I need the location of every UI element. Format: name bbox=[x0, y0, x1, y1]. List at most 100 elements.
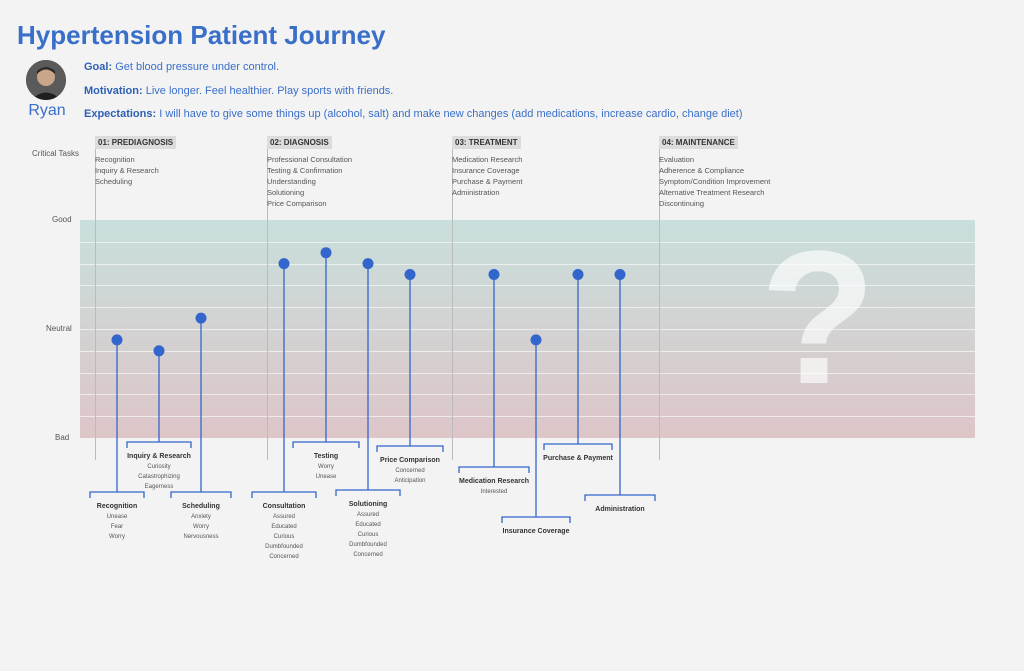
touchpoint-bracket bbox=[543, 443, 613, 450]
person-icon bbox=[26, 60, 66, 100]
touchpoint-name: Purchase & Payment bbox=[543, 455, 613, 462]
touchpoint-label: Purchase & Payment bbox=[543, 454, 613, 464]
phase-divider bbox=[452, 143, 453, 460]
touchpoint-emotion: Worry bbox=[318, 464, 334, 470]
touchpoint-point bbox=[278, 258, 290, 270]
critical-task: Testing & Confirmation bbox=[267, 166, 343, 175]
critical-task: Solutioning bbox=[267, 188, 305, 197]
touchpoint-point bbox=[362, 258, 374, 270]
persona-name: Ryan bbox=[28, 102, 66, 119]
touchpoint-point bbox=[111, 334, 123, 346]
touchpoint-name: Insurance Coverage bbox=[502, 528, 570, 535]
critical-task: Evaluation bbox=[659, 155, 695, 164]
phase-prediagnosis: 01: PREDIAGNOSIS Recognition Inquiry & R… bbox=[95, 132, 177, 187]
unknown-question-mark: ? bbox=[759, 212, 877, 424]
touchpoint-emotion: Catastrophizing bbox=[138, 474, 180, 480]
scale-bad: Bad bbox=[55, 433, 70, 442]
persona-expectations: Expectations: I will have to give some t… bbox=[84, 108, 743, 120]
phase-divider bbox=[95, 143, 96, 460]
phase-label: 02: DIAGNOSIS bbox=[267, 136, 332, 149]
touchpoint-name: Consultation bbox=[262, 503, 306, 510]
scale-neutral: Neutral bbox=[46, 324, 72, 333]
persona-goal: Goal: Get blood pressure under control. bbox=[84, 61, 280, 73]
touchpoint-bracket bbox=[335, 489, 401, 496]
critical-task: Administration bbox=[452, 188, 500, 197]
touchpoint-emotion: Dumbfounded bbox=[349, 542, 387, 548]
touchpoint-emotion: Curiosity bbox=[147, 464, 171, 470]
emotion-band bbox=[80, 220, 975, 438]
touchpoint-emotion: Concerned bbox=[353, 552, 383, 558]
critical-task: Adherence & Compliance bbox=[659, 166, 745, 175]
touchpoint-point bbox=[530, 334, 542, 346]
touchpoint-point bbox=[320, 247, 332, 259]
touchpoint-name: Recognition bbox=[96, 503, 138, 510]
touchpoint-emotion: Worry bbox=[109, 534, 125, 540]
phase-divider bbox=[267, 143, 268, 460]
touchpoint-bracket bbox=[292, 441, 360, 448]
critical-task: Understanding bbox=[267, 177, 316, 186]
phase-label: 01: PREDIAGNOSIS bbox=[95, 136, 177, 149]
touchpoint-bracket bbox=[376, 445, 444, 452]
critical-task: Professional Consultation bbox=[267, 155, 353, 164]
page-title: Hypertension Patient Journey bbox=[17, 20, 386, 50]
touchpoint-emotion: Unease bbox=[106, 514, 128, 520]
touchpoint-emotion: Worry bbox=[193, 524, 209, 530]
touchpoint-emotion: Dumbfounded bbox=[265, 544, 303, 550]
touchpoint-bracket bbox=[251, 491, 317, 498]
phase-maintenance: 04: MAINTENANCE Evaluation Adherence & C… bbox=[659, 132, 770, 209]
touchpoint-bracket bbox=[501, 516, 571, 523]
critical-task: Inquiry & Research bbox=[95, 166, 159, 175]
phase-label: 03: TREATMENT bbox=[452, 136, 521, 149]
touchpoint-name: Inquiry & Research bbox=[127, 453, 191, 460]
touchpoint-bracket bbox=[584, 494, 656, 501]
touchpoint-label: Insurance Coverage bbox=[503, 527, 570, 537]
touchpoint-emotion: Anticipation bbox=[394, 478, 426, 484]
touchpoint-emotion: Concerned bbox=[269, 554, 299, 560]
touchpoint-emotion: Eagerness bbox=[144, 484, 174, 490]
touchpoint-emotion: Assured bbox=[356, 512, 379, 518]
touchpoint-bracket bbox=[170, 491, 232, 498]
touchpoint-emotion: Interested bbox=[480, 489, 508, 495]
critical-task: Recognition bbox=[95, 155, 135, 164]
touchpoint-name: Solutioning bbox=[348, 501, 388, 508]
avatar bbox=[26, 60, 66, 100]
phase-divider bbox=[659, 143, 660, 460]
touchpoint-emotion: Educated bbox=[271, 524, 297, 530]
touchpoint-emotion: Educated bbox=[355, 522, 381, 528]
phase-diagnosis: 02: DIAGNOSIS Professional Consultation … bbox=[267, 132, 352, 209]
touchpoint-point bbox=[572, 269, 584, 280]
touchpoint-point bbox=[404, 269, 416, 280]
touchpoint-emotion: Fear bbox=[110, 524, 124, 530]
touchpoint-name: Scheduling bbox=[182, 503, 220, 510]
touchpoint-point bbox=[195, 312, 207, 324]
critical-task: Medication Research bbox=[452, 155, 523, 164]
touchpoint-point bbox=[153, 345, 165, 357]
touchpoint-name: Price Comparison bbox=[380, 457, 440, 464]
phase-treatment: 03: TREATMENT Medication Research Insura… bbox=[452, 132, 522, 198]
touchpoint-emotion: Unease bbox=[315, 474, 337, 480]
scale-good: Good bbox=[52, 215, 72, 224]
touchpoint-emotion: Concerned bbox=[395, 468, 425, 474]
touchpoint-emotion: Curious bbox=[273, 534, 295, 540]
touchpoint-emotion: Anxiety bbox=[191, 514, 211, 520]
touchpoint-emotion: Nervousness bbox=[183, 534, 219, 540]
touchpoint-name: Medication Research bbox=[458, 478, 530, 485]
critical-task: Insurance Coverage bbox=[452, 166, 520, 175]
touchpoint-label: Administration bbox=[595, 505, 644, 515]
phase-label: 04: MAINTENANCE bbox=[659, 136, 738, 149]
critical-task: Symptom/Condition Improvement bbox=[659, 177, 771, 186]
touchpoint-point bbox=[488, 269, 500, 280]
touchpoint-point bbox=[614, 269, 626, 280]
touchpoint-emotion: Curious bbox=[357, 532, 379, 538]
critical-task: Alternative Treatment Research bbox=[659, 188, 765, 197]
critical-task: Purchase & Payment bbox=[452, 177, 523, 186]
